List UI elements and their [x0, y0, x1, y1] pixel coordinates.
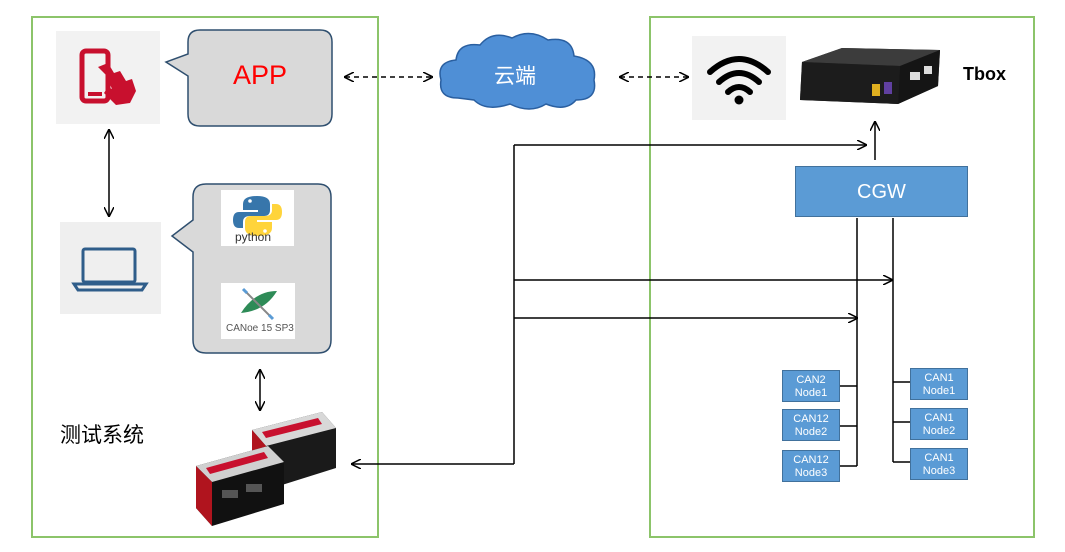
app-bubble-shape — [164, 29, 333, 127]
test-system-label: 测试系统 — [60, 423, 144, 447]
canoe-label: CANoe 15 SP3 — [226, 323, 294, 334]
node-right-3-bus: CAN1 — [924, 452, 954, 464]
node-right-3-name: Node3 — [922, 465, 956, 477]
test-system-panel — [31, 16, 379, 538]
can-interface-front — [196, 446, 284, 526]
node-left-1-bus: CAN2 — [796, 374, 826, 386]
node-right-1-name: Node1 — [922, 385, 956, 397]
laptop-icon — [71, 247, 149, 292]
cloud-label: 云端 — [494, 64, 536, 88]
node-left-2-name: Node2 — [794, 426, 828, 438]
phone-tile — [56, 31, 160, 124]
node-left-3-name: Node3 — [794, 467, 828, 479]
node-right-2: CAN1 Node2 — [910, 408, 968, 440]
node-left-3: CAN12 Node3 — [782, 450, 840, 482]
node-left-2: CAN12 Node2 — [782, 409, 840, 441]
node-left-3-bus: CAN12 — [793, 454, 829, 466]
node-right-2-name: Node2 — [922, 425, 956, 437]
node-left-1-name: Node1 — [794, 387, 828, 399]
canoe-logo-icon — [241, 287, 277, 321]
vehicle-panel — [649, 16, 1035, 538]
cgw-label: CGW — [857, 181, 906, 203]
cloud-shape — [439, 32, 596, 110]
python-label: python — [235, 230, 272, 244]
canoe-tile: CANoe 15 SP3 — [221, 283, 295, 339]
python-tile: python — [221, 190, 294, 246]
app-label: APP — [233, 60, 288, 90]
laptop-tile — [60, 222, 161, 314]
python-logo-icon — [233, 196, 282, 236]
wifi-tile — [692, 36, 786, 120]
cgw-box: CGW — [795, 166, 968, 217]
node-left-1: CAN2 Node1 — [782, 370, 840, 402]
node-right-1: CAN1 Node1 — [910, 368, 968, 400]
node-right-3: CAN1 Node3 — [910, 448, 968, 480]
node-right-2-bus: CAN1 — [924, 412, 954, 424]
node-right-1-bus: CAN1 — [924, 372, 954, 384]
tbox-label: Tbox — [963, 64, 1006, 84]
node-left-2-bus: CAN12 — [793, 413, 829, 425]
wifi-icon — [707, 56, 771, 105]
touch-phone-icon — [79, 48, 136, 105]
